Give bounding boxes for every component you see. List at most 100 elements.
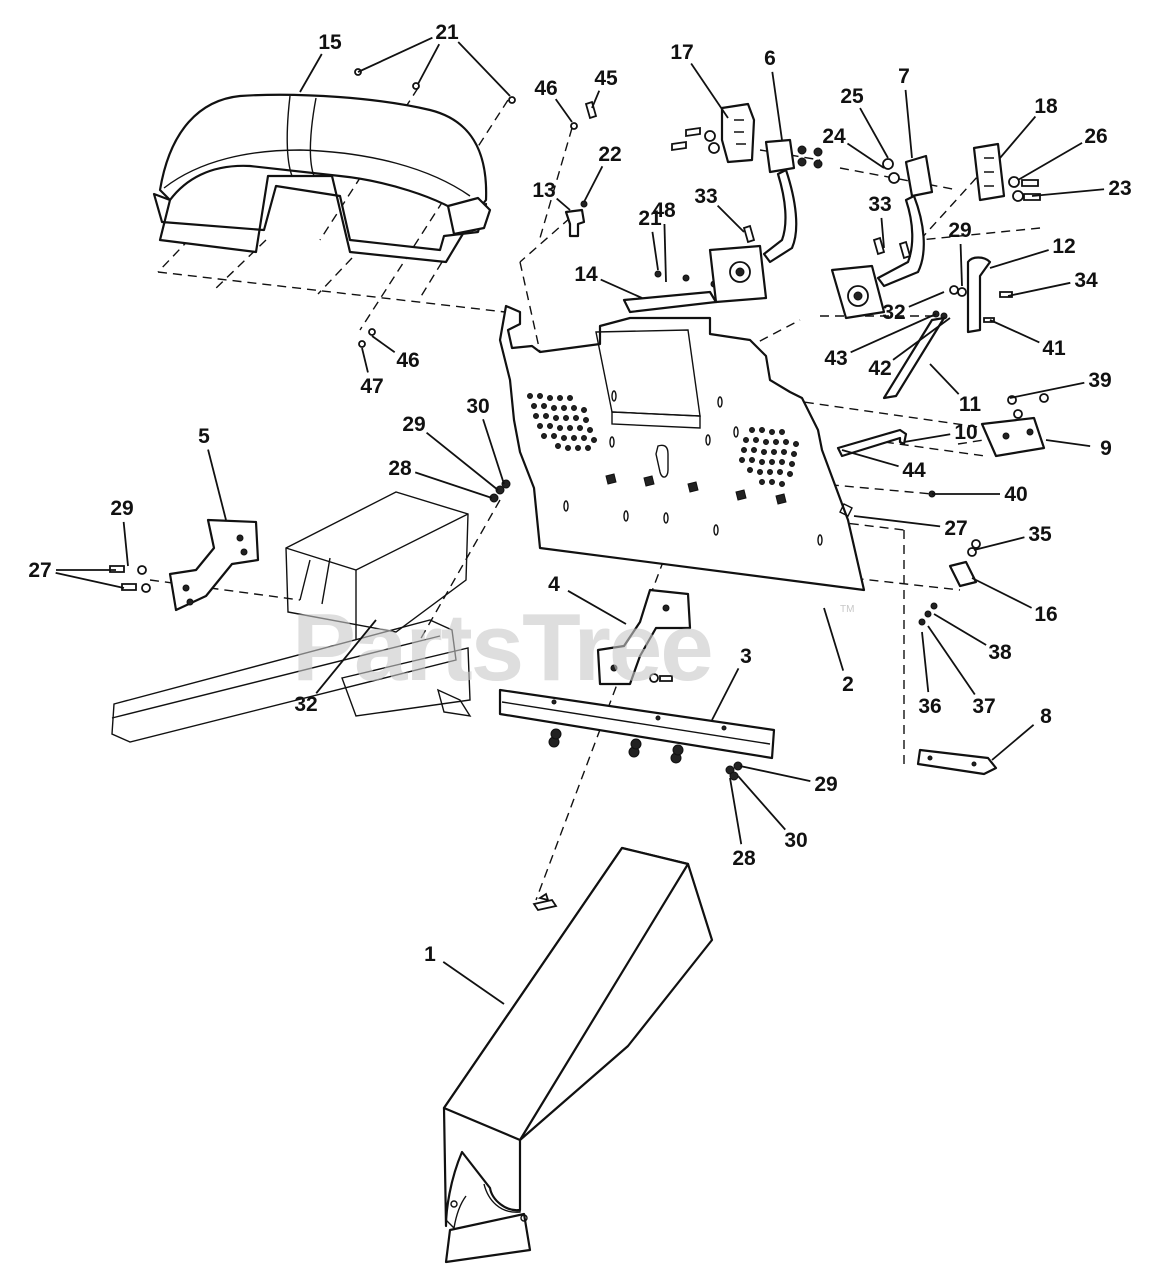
callout-label-c32b: 32 bbox=[294, 693, 317, 716]
callout-leader-c37 bbox=[927, 625, 976, 696]
callout-leader-c2 bbox=[823, 607, 845, 671]
callout-leader-c33b bbox=[880, 217, 885, 249]
callout-label-c7: 7 bbox=[898, 65, 910, 88]
callout-label-c4: 4 bbox=[548, 573, 560, 596]
callout-label-c29d: 29 bbox=[814, 773, 837, 796]
callout-label-c27b: 27 bbox=[28, 559, 51, 582]
callout-leader-c17 bbox=[690, 62, 729, 119]
callout-label-c29c: 29 bbox=[402, 413, 425, 436]
callout-leader-c29a bbox=[959, 243, 963, 287]
callout-label-c45: 45 bbox=[594, 67, 618, 90]
callout-label-c48: 48 bbox=[652, 199, 676, 222]
callout-leader-c27c bbox=[55, 572, 125, 589]
callout-leader-c25 bbox=[859, 107, 889, 159]
callout-leader-c43 bbox=[850, 313, 937, 354]
callout-leader-c8 bbox=[991, 724, 1035, 761]
part-3-rail bbox=[498, 688, 776, 781]
callout-label-c27a: 27 bbox=[944, 517, 967, 540]
callout-label-c38: 38 bbox=[988, 641, 1012, 664]
callout-label-c28a: 28 bbox=[388, 457, 412, 480]
callout-leader-c48 bbox=[663, 223, 667, 283]
callout-leader-c35 bbox=[973, 536, 1025, 551]
callout-label-c47: 47 bbox=[360, 375, 383, 398]
part-1-chute bbox=[442, 846, 714, 1264]
callout-leader-c29d bbox=[739, 765, 811, 783]
callout-label-c40: 40 bbox=[1004, 483, 1027, 506]
callout-leader-c41 bbox=[989, 319, 1040, 344]
callout-label-c18: 18 bbox=[1034, 95, 1058, 118]
callout-leader-c44 bbox=[841, 449, 899, 468]
callout-label-c15a: 15 bbox=[318, 31, 342, 54]
callout-label-c33b: 33 bbox=[868, 193, 891, 216]
part-15-upper-hood bbox=[152, 93, 492, 264]
callout-label-c25: 25 bbox=[840, 85, 864, 108]
part-8-bar bbox=[916, 748, 998, 776]
callout-leader-c46b bbox=[371, 335, 396, 353]
watermark: PartsTree bbox=[292, 594, 712, 701]
callout-leader-c21b bbox=[417, 43, 441, 85]
callout-leader-c42 bbox=[892, 317, 951, 361]
callout-label-c46b: 46 bbox=[396, 349, 419, 372]
part-11-rod bbox=[882, 316, 946, 400]
callout-leader-c28a bbox=[414, 471, 493, 499]
callout-label-c46a: 46 bbox=[534, 77, 557, 100]
callout-leader-c4 bbox=[567, 590, 627, 625]
callout-leader-c26 bbox=[1017, 142, 1083, 181]
vent-holes-right bbox=[739, 427, 799, 487]
vent-holes-left bbox=[527, 393, 597, 451]
callout-leader-c24 bbox=[846, 142, 885, 169]
callout-label-c28b: 28 bbox=[732, 847, 756, 870]
callout-leader-c28b bbox=[729, 777, 743, 845]
callout-leader-c15a bbox=[299, 53, 323, 93]
callout-label-c42: 42 bbox=[868, 357, 891, 380]
callout-label-c23: 23 bbox=[1108, 177, 1131, 200]
callout-leader-c23 bbox=[1031, 188, 1105, 197]
callout-leader-c22 bbox=[583, 165, 604, 203]
callout-label-c9: 9 bbox=[1100, 437, 1112, 460]
callout-leader-c46a bbox=[554, 98, 573, 123]
callout-leader-c29c bbox=[426, 431, 499, 491]
part-9-plate bbox=[980, 393, 1049, 458]
callout-label-c30a: 30 bbox=[466, 395, 489, 418]
callout-leader-c5 bbox=[207, 449, 227, 521]
callout-label-c29a: 29 bbox=[948, 219, 971, 242]
callout-leader-c32a bbox=[908, 291, 945, 308]
callout-label-c39: 39 bbox=[1088, 369, 1111, 392]
callout-label-c22: 22 bbox=[598, 143, 621, 166]
part-17-plate bbox=[671, 102, 756, 164]
callout-leader-c21d bbox=[651, 231, 659, 271]
watermark-trademark: TM bbox=[840, 604, 854, 615]
callout-label-c13: 13 bbox=[532, 179, 555, 202]
callout-label-c6: 6 bbox=[764, 47, 776, 70]
callout-label-c1: 1 bbox=[424, 943, 436, 966]
callout-leader-c47 bbox=[361, 347, 369, 373]
callout-leader-c13 bbox=[556, 197, 571, 211]
callout-label-c29b: 29 bbox=[110, 497, 133, 520]
callout-label-c32a: 32 bbox=[882, 301, 905, 324]
callout-leader-c45 bbox=[591, 90, 601, 109]
callout-label-c26: 26 bbox=[1084, 125, 1107, 148]
callout-label-c2: 2 bbox=[842, 673, 854, 696]
callout-label-c14: 14 bbox=[574, 263, 598, 286]
callout-leader-c14 bbox=[600, 278, 643, 299]
part-2-main-panel bbox=[498, 304, 866, 592]
part-6-arm bbox=[708, 138, 823, 304]
part-18-plate bbox=[972, 142, 1041, 202]
callout-label-c17: 17 bbox=[670, 41, 693, 64]
callout-leader-c36 bbox=[921, 631, 930, 693]
callout-label-c21d: 21 bbox=[638, 207, 662, 230]
callout-leader-c21c bbox=[457, 41, 511, 97]
callout-leader-c10 bbox=[903, 433, 951, 443]
callout-label-c24: 24 bbox=[822, 125, 846, 148]
callout-leader-c39 bbox=[1009, 381, 1085, 399]
callout-leader-c27a bbox=[853, 515, 941, 528]
callout-leader-c34 bbox=[1007, 281, 1071, 297]
callout-leader-c29b bbox=[122, 521, 129, 567]
callout-label-c35: 35 bbox=[1028, 523, 1052, 546]
callout-label-c16: 16 bbox=[1034, 603, 1057, 626]
frame-rails bbox=[111, 491, 472, 743]
callout-label-c11: 11 bbox=[959, 393, 982, 416]
callout-label-c41: 41 bbox=[1042, 337, 1066, 360]
callout-label-c10: 10 bbox=[954, 421, 977, 444]
